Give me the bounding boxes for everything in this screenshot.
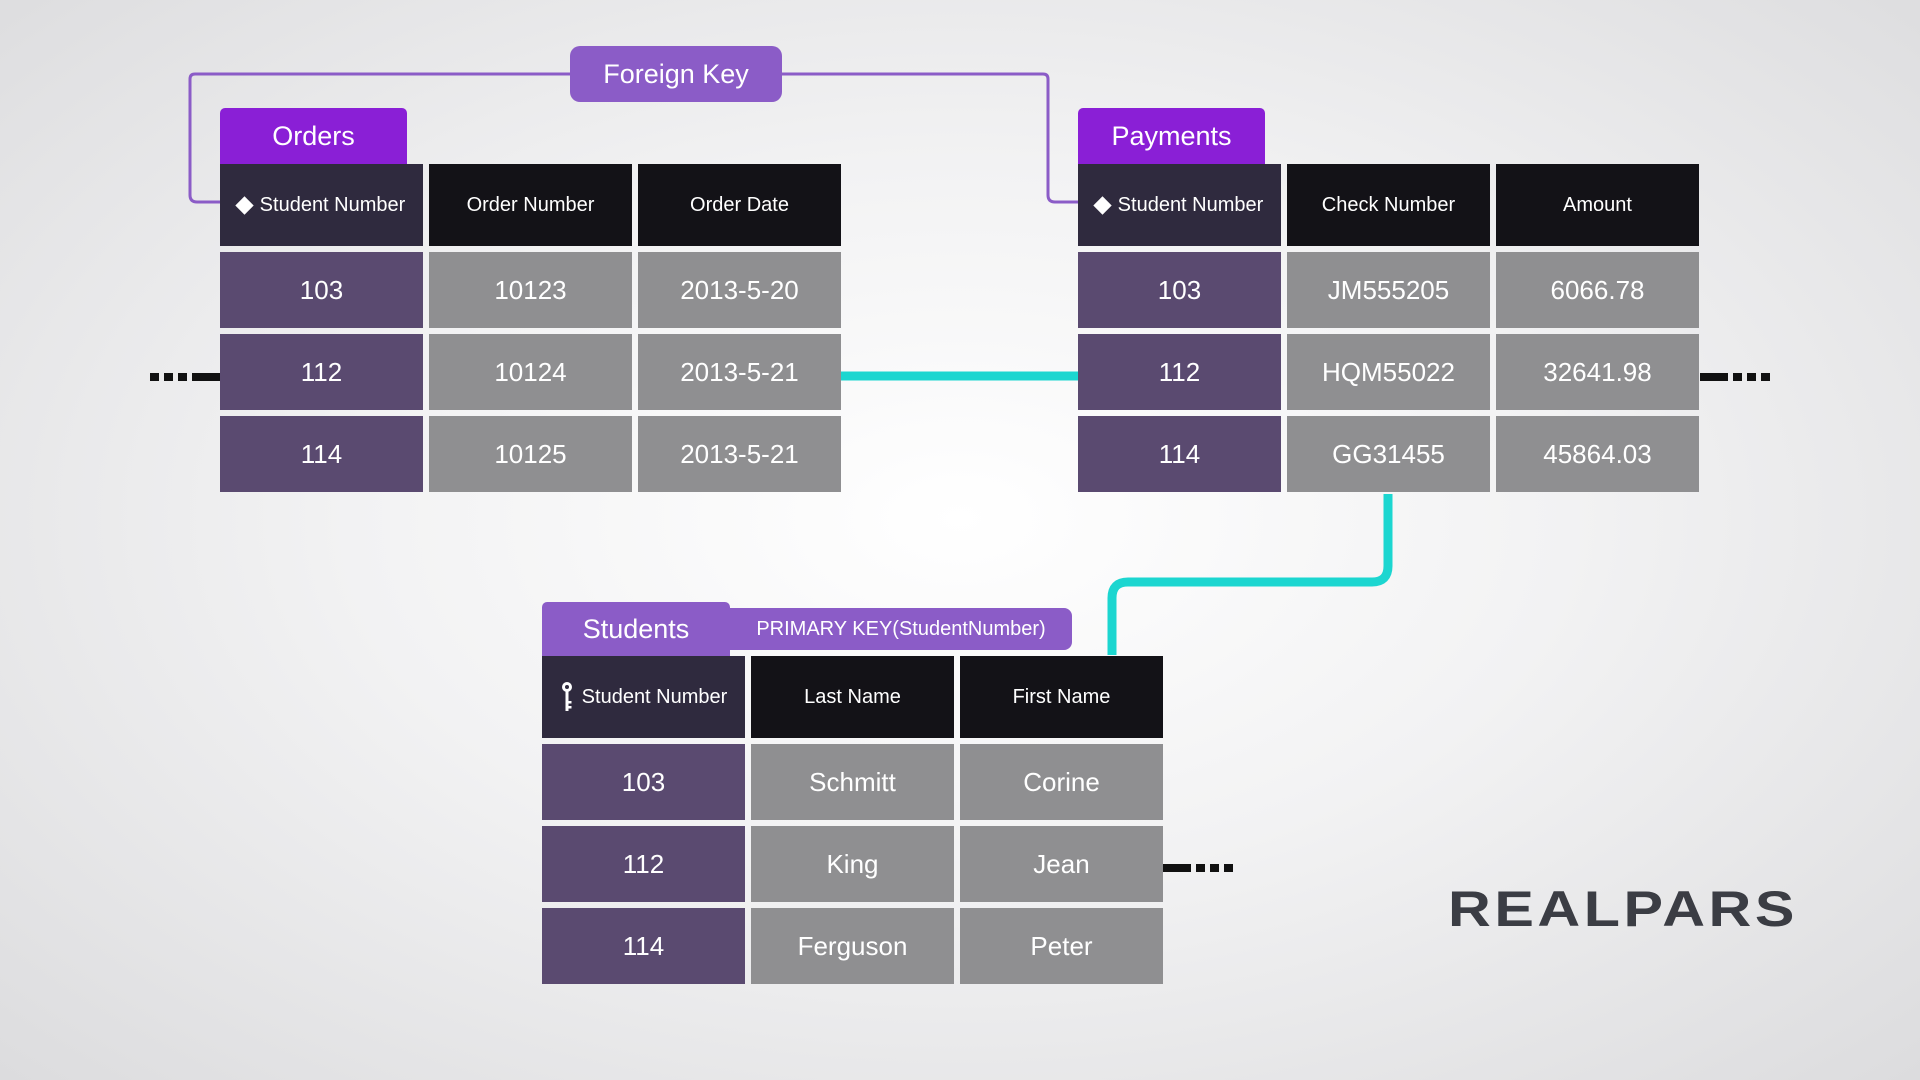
logo-text: REALPARS bbox=[1448, 881, 1798, 936]
orders-table-cell: 114 bbox=[220, 416, 423, 492]
payments-table-cell: 32641.98 bbox=[1496, 334, 1699, 410]
payments-header-cell: Student Number bbox=[1078, 164, 1281, 246]
payments-students-link bbox=[1107, 494, 1393, 655]
students-header-label: Last Name bbox=[804, 685, 901, 708]
payments-header-cell: Check Number bbox=[1287, 164, 1490, 246]
orders-table-cell: 10125 bbox=[429, 416, 632, 492]
students-table-cell: King bbox=[751, 826, 954, 902]
payments-header-cell: Amount bbox=[1496, 164, 1699, 246]
orders-table-cell: 112 bbox=[220, 334, 423, 410]
orders-table-title: Orders bbox=[220, 108, 407, 164]
payments-table-cell: 114 bbox=[1078, 416, 1281, 492]
foreign-key-connector-right bbox=[782, 72, 1084, 204]
students-table-cell: 114 bbox=[542, 908, 745, 984]
payments-table-cell: 112 bbox=[1078, 334, 1281, 410]
orders-header-cell: Order Number bbox=[429, 164, 632, 246]
students-header-label: First Name bbox=[1012, 685, 1111, 708]
payments-table-cell: HQM55022 bbox=[1287, 334, 1490, 410]
payments-table-cell: GG31455 bbox=[1287, 416, 1490, 492]
orders-header-label: Order Number bbox=[466, 193, 595, 216]
payments-table-cell: 6066.78 bbox=[1496, 252, 1699, 328]
primary-key-label: PRIMARY KEY(StudentNumber) bbox=[730, 608, 1072, 650]
payments-table-cell: 45864.03 bbox=[1496, 416, 1699, 492]
payments-table-cell: 103 bbox=[1078, 252, 1281, 328]
dashed-continuation-right bbox=[1700, 373, 1770, 381]
payments-header-label: Amount bbox=[1563, 193, 1632, 216]
students-header-label: Student Number bbox=[581, 685, 728, 708]
payments-table-cell: JM555205 bbox=[1287, 252, 1490, 328]
students-header-cell: First Name bbox=[960, 656, 1163, 738]
orders-table-cell: 2013-5-21 bbox=[638, 334, 841, 410]
foreign-key-diamond-icon bbox=[1092, 195, 1112, 215]
students-header-cell: Last Name bbox=[751, 656, 954, 738]
orders-header-cell: Order Date bbox=[638, 164, 841, 246]
dashed-continuation-left bbox=[150, 373, 220, 381]
orders-table-cell: 2013-5-20 bbox=[638, 252, 841, 328]
orders-table-cell: 103 bbox=[220, 252, 423, 328]
students-table-cell: Peter bbox=[960, 908, 1163, 984]
orders-table-cell: 10123 bbox=[429, 252, 632, 328]
orders-header-cell: Student Number bbox=[220, 164, 423, 246]
primary-key-icon bbox=[561, 682, 572, 711]
students-table-cell: Corine bbox=[960, 744, 1163, 820]
orders-table-cell: 2013-5-21 bbox=[638, 416, 841, 492]
orders-table-cell: 10124 bbox=[429, 334, 632, 410]
students-table-cell: 112 bbox=[542, 826, 745, 902]
foreign-key-connector bbox=[188, 72, 570, 204]
foreign-key-label: Foreign Key bbox=[570, 46, 782, 102]
students-table-title: Students bbox=[542, 602, 730, 656]
orders-header-label: Student Number bbox=[259, 193, 406, 216]
students-header-cell: Student Number bbox=[542, 656, 745, 738]
students-table-cell: Schmitt bbox=[751, 744, 954, 820]
payments-table-title: Payments bbox=[1078, 108, 1265, 164]
foreign-key-diamond-icon bbox=[234, 195, 254, 215]
students-table-cell: Jean bbox=[960, 826, 1163, 902]
payments-header-label: Check Number bbox=[1321, 193, 1456, 216]
orders-header-label: Order Date bbox=[690, 193, 789, 216]
realpars-logo: REALPARS bbox=[1448, 881, 1798, 936]
payments-header-label: Student Number bbox=[1117, 193, 1264, 216]
students-table-cell: 103 bbox=[542, 744, 745, 820]
students-table-cell: Ferguson bbox=[751, 908, 954, 984]
dashed-continuation-students bbox=[1163, 864, 1233, 872]
